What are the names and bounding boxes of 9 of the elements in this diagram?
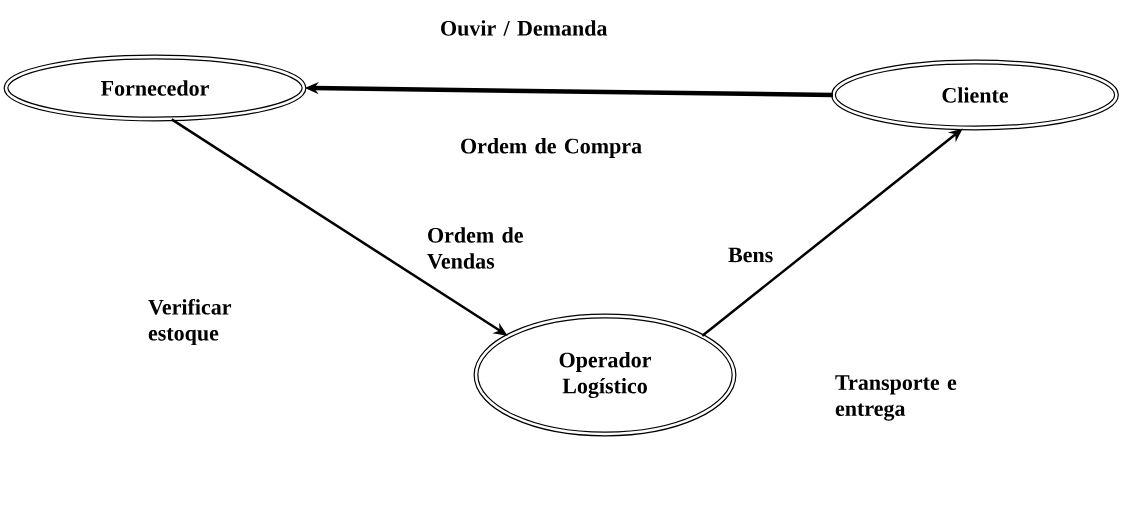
text-label: Verificar estoque <box>148 298 232 346</box>
text-label: Ordem de Compra <box>461 138 642 158</box>
text-label: Bens <box>728 247 773 263</box>
text-label: Transporte e entrega <box>835 375 957 421</box>
text-label: Ordem de Vendas <box>427 227 523 269</box>
ellipse-node: Fornecedor <box>3 54 307 122</box>
ellipse-node: Operador Logístico <box>473 313 737 437</box>
ellipse-node: Cliente <box>831 59 1119 131</box>
text-label: Ouvir / Demanda <box>441 20 608 36</box>
